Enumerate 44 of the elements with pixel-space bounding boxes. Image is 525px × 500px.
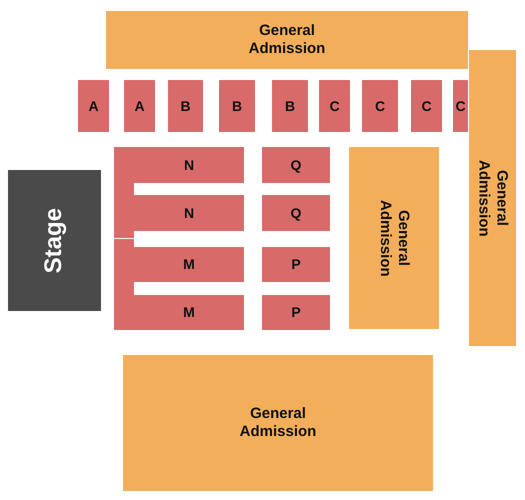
section-label: A [88,98,99,114]
section-label: General Admission [376,198,412,278]
section-label: C [374,98,386,114]
section-label: N [184,156,194,174]
seating-section [319,80,350,132]
seating-section [78,80,109,132]
section-label: Q [290,204,302,222]
seating-section [453,80,468,132]
seating-section [124,80,155,132]
seating-section [262,147,330,183]
seating-section [134,195,244,231]
seating-section [168,80,203,132]
section-label: N [184,204,194,222]
seating-section [262,247,330,282]
section-label: P [291,256,301,273]
section-label: C [455,98,466,114]
general-admission-area [106,11,468,69]
section-label: B [180,98,191,114]
stage-label: Stage [40,208,68,274]
section-label: B [232,98,242,114]
section-label: C [329,98,340,114]
section-label: General Admission [248,22,326,58]
seating-section [262,295,330,330]
seating-section [134,295,244,330]
seating-section [219,80,255,132]
section-label: General Admission [474,158,510,238]
seating-section [362,80,398,132]
section-label: P [291,304,301,321]
section-label: C [421,98,432,114]
seating-section [134,147,244,183]
general-admission-area [123,355,433,491]
section-label: M [183,304,195,321]
section-label: Q [290,156,302,174]
stage [8,170,101,311]
section-label: A [134,98,145,114]
section-label: B [284,98,296,114]
seating-section [134,247,244,282]
general-admission-area [349,147,439,329]
seating-section [262,195,330,231]
section-label: M [183,256,195,273]
section-label: General Admission [238,405,318,441]
seating-section [272,80,308,132]
general-admission-area [469,50,516,346]
seating-section [411,80,442,132]
